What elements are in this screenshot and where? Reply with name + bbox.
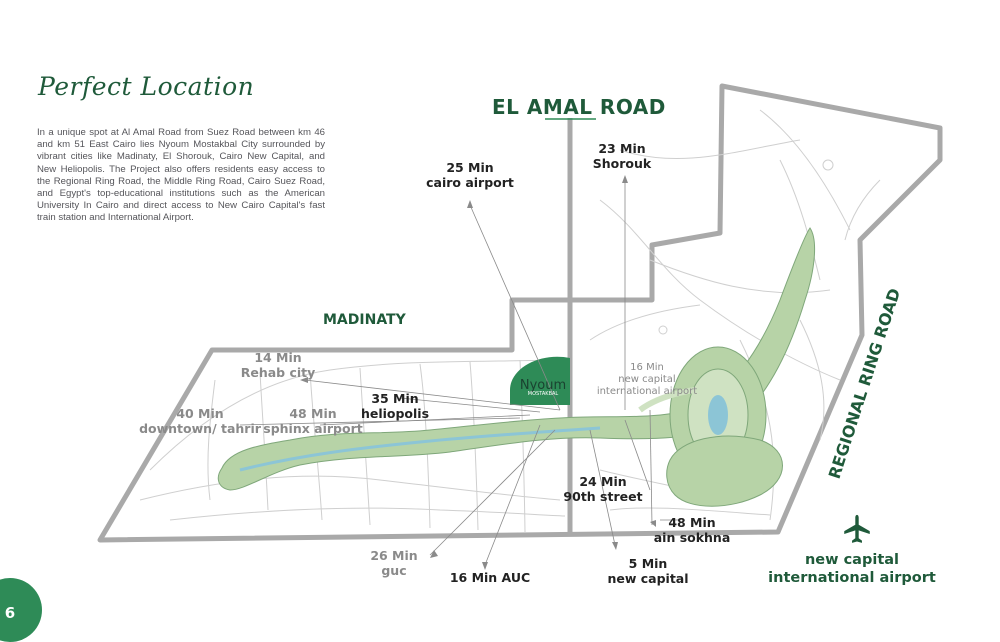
heliopolis-place: heliopolis [360,406,430,421]
label-sphinx: 48 Min sphinx airport [263,406,363,436]
nyoum-logo-sub: MOSTAKBAL [527,391,559,397]
shorouk-place: Shorouk [592,156,652,171]
sphinx-place: sphinx airport [263,421,363,436]
new-capital-airport-place2: international airport [596,386,698,397]
airport-label: new capital international airport [762,551,942,587]
label-downtown: 40 Min downtown/ tahrir [138,406,262,436]
label-90th-street: 24 Min 90th street [560,474,646,504]
rehab-place: Rehab city [240,365,316,380]
street90-place: 90th street [563,489,643,504]
airport-line1: new capital [804,552,900,568]
sphinx-time: 48 Min [289,406,337,421]
location-description: In a unique spot at Al Amal Road from Su… [37,127,325,224]
sokhna-place: ain sokhna [653,530,731,545]
cairo-airport-place: cairo airport [426,175,514,190]
el-amal-road-label: EL AMAL ROAD [492,95,666,119]
label-ain-sokhna: 48 Min ain sokhna [652,515,732,545]
downtown-place: downtown/ tahrir [139,421,261,436]
new-capital-place: new capital [607,571,689,586]
rehab-time: 14 Min [254,350,302,365]
distance-arrows [239,180,680,566]
label-new-capital-airport: 16 Min new capital international airport [588,362,706,398]
new-capital-time: 5 Min [628,556,668,571]
airport-line2: international airport [768,570,936,586]
label-heliopolis: 35 Min heliopolis [355,391,435,421]
green-development [217,227,815,507]
airplane-icon [844,514,870,543]
nyoum-site [510,356,570,405]
new-capital-airport-time: 16 Min [630,362,664,373]
guc-time: 26 Min [370,548,418,563]
madinaty-label: MADINATY [323,312,406,328]
label-rehab: 14 Min Rehab city [235,350,321,380]
sokhna-time: 48 Min [668,515,716,530]
label-shorouk: 23 Min Shorouk [582,141,662,171]
new-capital-airport-place1: new capital [618,374,676,385]
boundary-road [97,83,943,543]
label-new-capital: 5 Min new capital [604,556,692,586]
heliopolis-time: 35 Min [371,391,419,406]
nyoum-logo: Nyoum MOSTAKBAL [513,378,573,397]
arrow-heads [300,175,656,570]
street90-time: 24 Min [579,474,627,489]
page-title: Perfect Location [38,72,255,101]
cairo-airport-time: 25 Min [446,160,494,175]
shorouk-time: 23 Min [598,141,646,156]
page-number: 6 [4,604,16,622]
downtown-time: 40 Min [176,406,224,421]
nyoum-logo-text: Nyoum [519,378,567,393]
label-guc: 26 Min guc [360,548,428,578]
guc-place: guc [381,563,407,578]
label-auc: 16 Min AUC [449,570,531,585]
label-cairo-airport: 25 Min cairo airport [420,160,520,190]
